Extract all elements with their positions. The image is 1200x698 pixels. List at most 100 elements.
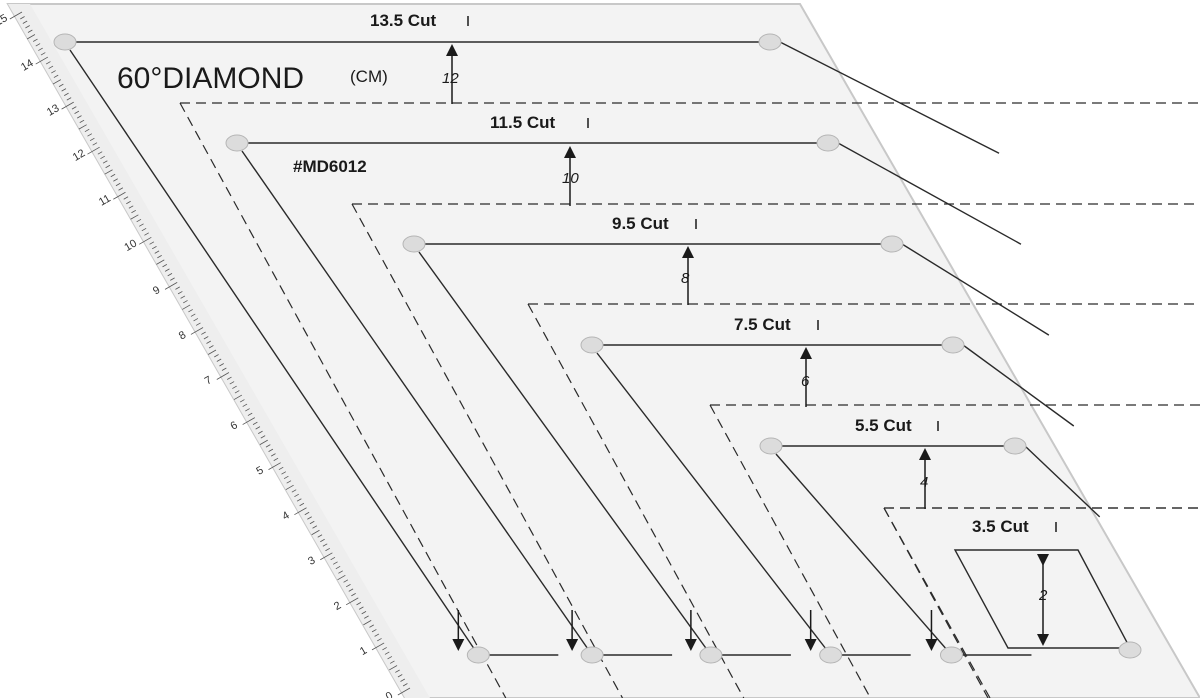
scale-tick — [104, 169, 113, 175]
cut-label-9-5: 9.5 Cut — [612, 214, 669, 233]
scale-tick — [348, 588, 354, 592]
scale-number: 2 — [332, 599, 343, 612]
scale-tick — [66, 97, 72, 101]
scale-tick — [252, 421, 258, 425]
scale-tick — [144, 232, 149, 236]
scale-tick — [154, 250, 160, 254]
diamond-left-line — [69, 49, 479, 656]
scale-tick — [371, 642, 385, 651]
scale-ticks — [9, 11, 411, 696]
scale-tick — [190, 327, 204, 335]
scale-tick — [299, 502, 305, 507]
scale-tick — [131, 209, 137, 214]
scale-tick — [281, 471, 287, 475]
scale-tick — [51, 70, 56, 74]
scale-tick — [382, 647, 387, 651]
scale-tick — [260, 435, 266, 439]
scale-tick — [110, 173, 116, 178]
scale-tick — [234, 390, 240, 394]
scale-tick — [128, 205, 134, 209]
scale-tick — [330, 556, 336, 561]
cut-label-13-5: 13.5 Cut — [370, 11, 436, 30]
scale-tick — [400, 678, 406, 682]
pivot-hole — [466, 646, 490, 664]
scale-tick — [273, 457, 279, 461]
scale-tick — [377, 638, 382, 642]
size-label-6: 6 — [801, 373, 810, 390]
scale-tick — [214, 354, 219, 358]
scale-tick — [87, 146, 100, 155]
scale-number: 7 — [203, 374, 214, 387]
scale-tick — [100, 155, 105, 160]
scale-tick — [53, 74, 59, 78]
scale-tick — [177, 291, 183, 295]
scale-tick — [402, 683, 408, 687]
scale-number: 11 — [97, 193, 113, 209]
scale-tick — [79, 119, 85, 123]
scale-tick — [20, 16, 25, 20]
scale-tick — [242, 403, 248, 407]
scale-tick — [35, 56, 49, 65]
scale-number: 9 — [151, 284, 162, 297]
scale-tick — [387, 656, 393, 660]
scale-tick — [389, 660, 395, 664]
scale-tick — [193, 318, 199, 322]
scale-tick — [363, 620, 372, 626]
seam-line-left — [709, 404, 871, 698]
scale-tick — [258, 430, 263, 434]
scale-tick — [97, 151, 103, 155]
scale-tick — [188, 309, 193, 313]
scale-tick — [203, 336, 209, 340]
scale-tick — [32, 38, 38, 42]
scale-tick — [229, 381, 235, 385]
scale-tick — [219, 363, 224, 367]
scale-tick — [52, 79, 61, 85]
scale-tick — [61, 101, 74, 110]
scale-tick — [167, 273, 173, 277]
pivot-hole — [941, 336, 965, 354]
diamond-left-line — [241, 150, 593, 656]
scale-number: 10 — [122, 237, 139, 254]
scale-tick — [345, 597, 359, 606]
pivot-hole — [225, 134, 249, 152]
scale-tick — [233, 394, 243, 400]
ruler-title: 60°DIAMOND — [117, 62, 304, 95]
scale-tick — [356, 602, 362, 606]
scale-tick — [139, 223, 144, 227]
pivot-hole — [580, 336, 604, 354]
scale-tick — [156, 259, 165, 265]
cut-label-5-5: 5.5 Cut — [855, 416, 912, 435]
scale-tick — [58, 83, 64, 87]
scale-tick — [389, 665, 398, 671]
scale-tick — [337, 574, 346, 581]
scale-tick — [64, 92, 69, 96]
scale-tick — [92, 142, 98, 146]
scale-tick — [245, 408, 250, 412]
seam-line-left — [179, 102, 507, 698]
scale-tick — [26, 34, 36, 40]
ruler-body — [6, 3, 1200, 698]
scale-tick — [216, 372, 230, 380]
scale-tick — [317, 534, 323, 538]
scale-number: 5 — [254, 464, 265, 477]
scale-tick — [286, 480, 292, 484]
scale-tick — [294, 507, 307, 516]
scale-tick — [285, 484, 294, 491]
size-label-2: 2 — [1038, 587, 1048, 604]
seam-line-left — [883, 507, 991, 698]
pivot-hole — [816, 134, 840, 152]
scale-number: 8 — [177, 329, 188, 342]
scale-tick — [201, 331, 206, 335]
pivot-hole — [759, 437, 783, 455]
scale-tick — [345, 583, 351, 588]
scale-tick — [364, 615, 369, 619]
scale-tick — [149, 241, 155, 245]
scale-tick — [61, 88, 67, 92]
scale-tick — [320, 538, 325, 543]
scale-tick — [232, 385, 237, 389]
scale-tick — [309, 520, 315, 525]
scale-tick — [89, 137, 95, 142]
scale-tick — [395, 669, 400, 673]
scale-tick — [322, 543, 328, 547]
